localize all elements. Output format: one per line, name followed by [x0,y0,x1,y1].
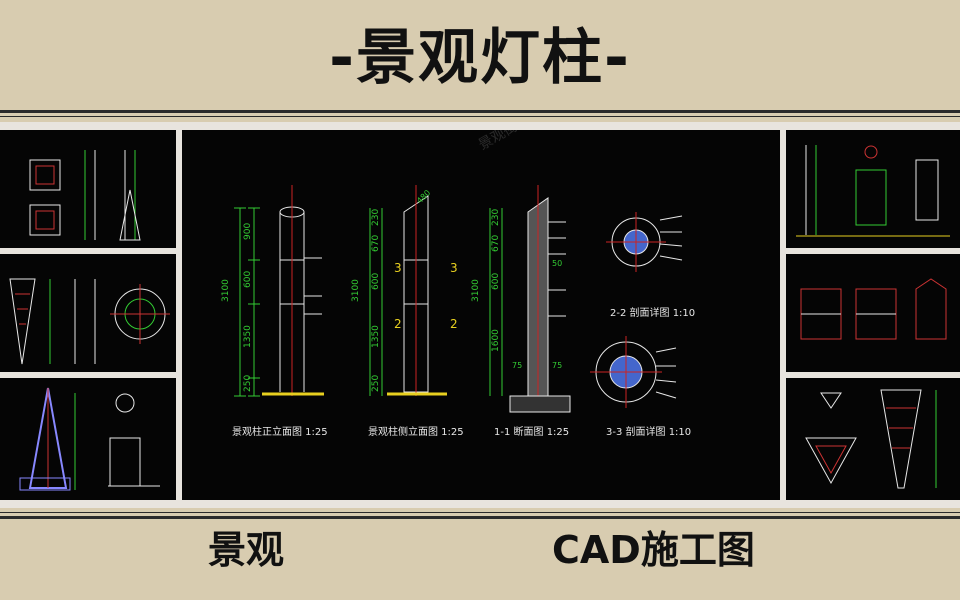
thumb-right-3-drawing [805,389,937,489]
side-dim-2: 670 [371,235,381,252]
thumb-left-3-drawing [19,387,160,491]
bottom-divider [0,516,960,519]
caption-right: CAD施工图 [552,528,755,572]
thumb-right-2[interactable] [786,254,960,372]
side-total-dim: 3100 [351,279,361,302]
bottom-divider-thin [0,512,960,513]
side-dim-3: 600 [371,273,381,290]
section-1-label: 1-1 断面图 1:25 [494,425,569,438]
watermark: 景观街网 www.goiqji.com [476,130,632,153]
section-3-3: 3-3 剖面详图 1:10 [590,336,691,438]
top-divider-thin [0,116,960,117]
thumb-right-3[interactable] [786,378,960,500]
sec1-dim-3: 600 [491,273,501,290]
sec1-bottom-dim-1: 75 [512,361,522,370]
front-view: 3100 900 600 1350 250 景观柱正立面图 1:25 [221,185,328,438]
thumb-right-1[interactable] [786,130,960,248]
side-view-label: 景观柱侧立面图 1:25 [368,425,464,438]
section-mark-3-right: 3 [450,261,458,275]
thumb-left-1-drawing [29,150,141,241]
section-1-1: 3100 230 670 600 1600 75 75 50 1-1 断面图 1… [471,185,571,438]
front-total-dim: 3100 [221,279,231,302]
section-mark-2-left: 2 [394,317,402,331]
sec1-bottom-dim-2: 75 [552,361,562,370]
sec1-dim-1: 230 [491,209,501,226]
section-mark-2-right: 2 [450,317,458,331]
thumb-left-3[interactable] [0,378,176,500]
sec1-total-dim: 3100 [471,279,481,302]
section-2-2: 2-2 剖面详图 1:10 [606,212,695,319]
front-dim-3: 1350 [243,325,253,348]
sec1-side-dim: 50 [552,259,562,268]
front-dim-4: 250 [243,375,253,392]
thumb-left-1[interactable] [0,130,176,248]
front-dim-2: 600 [243,271,253,288]
main-cad-svg: 3100 900 600 1350 250 景观柱正立面图 1:25 [221,130,695,438]
sec1-dim-4: 1600 [491,329,501,352]
thumb-right-1-drawing [796,145,950,237]
side-dim-5: 250 [371,375,381,392]
thumb-right-2-drawing [800,278,947,340]
section-3-label: 3-3 剖面详图 1:10 [606,425,691,438]
side-view: 3100 230 670 600 1350 250 480 3 3 2 2 景观… [351,185,464,438]
thumb-left-2-drawing [9,278,170,365]
caption-left: 景观 [208,528,285,572]
front-view-label: 景观柱正立面图 1:25 [232,425,328,438]
front-dim-1: 900 [243,223,253,240]
thumb-left-2[interactable] [0,254,176,372]
sec1-dim-2: 670 [491,235,501,252]
main-cad-drawing[interactable]: 3100 900 600 1350 250 景观柱正立面图 1:25 [182,130,780,500]
section-mark-3-left: 3 [394,261,402,275]
side-dim-1: 230 [371,209,381,226]
page-title: -景观灯柱- [329,23,631,93]
section-2-label: 2-2 剖面详图 1:10 [610,306,695,319]
top-divider [0,110,960,113]
side-top-dim: 480 [415,188,432,205]
side-dim-4: 1350 [371,325,381,348]
